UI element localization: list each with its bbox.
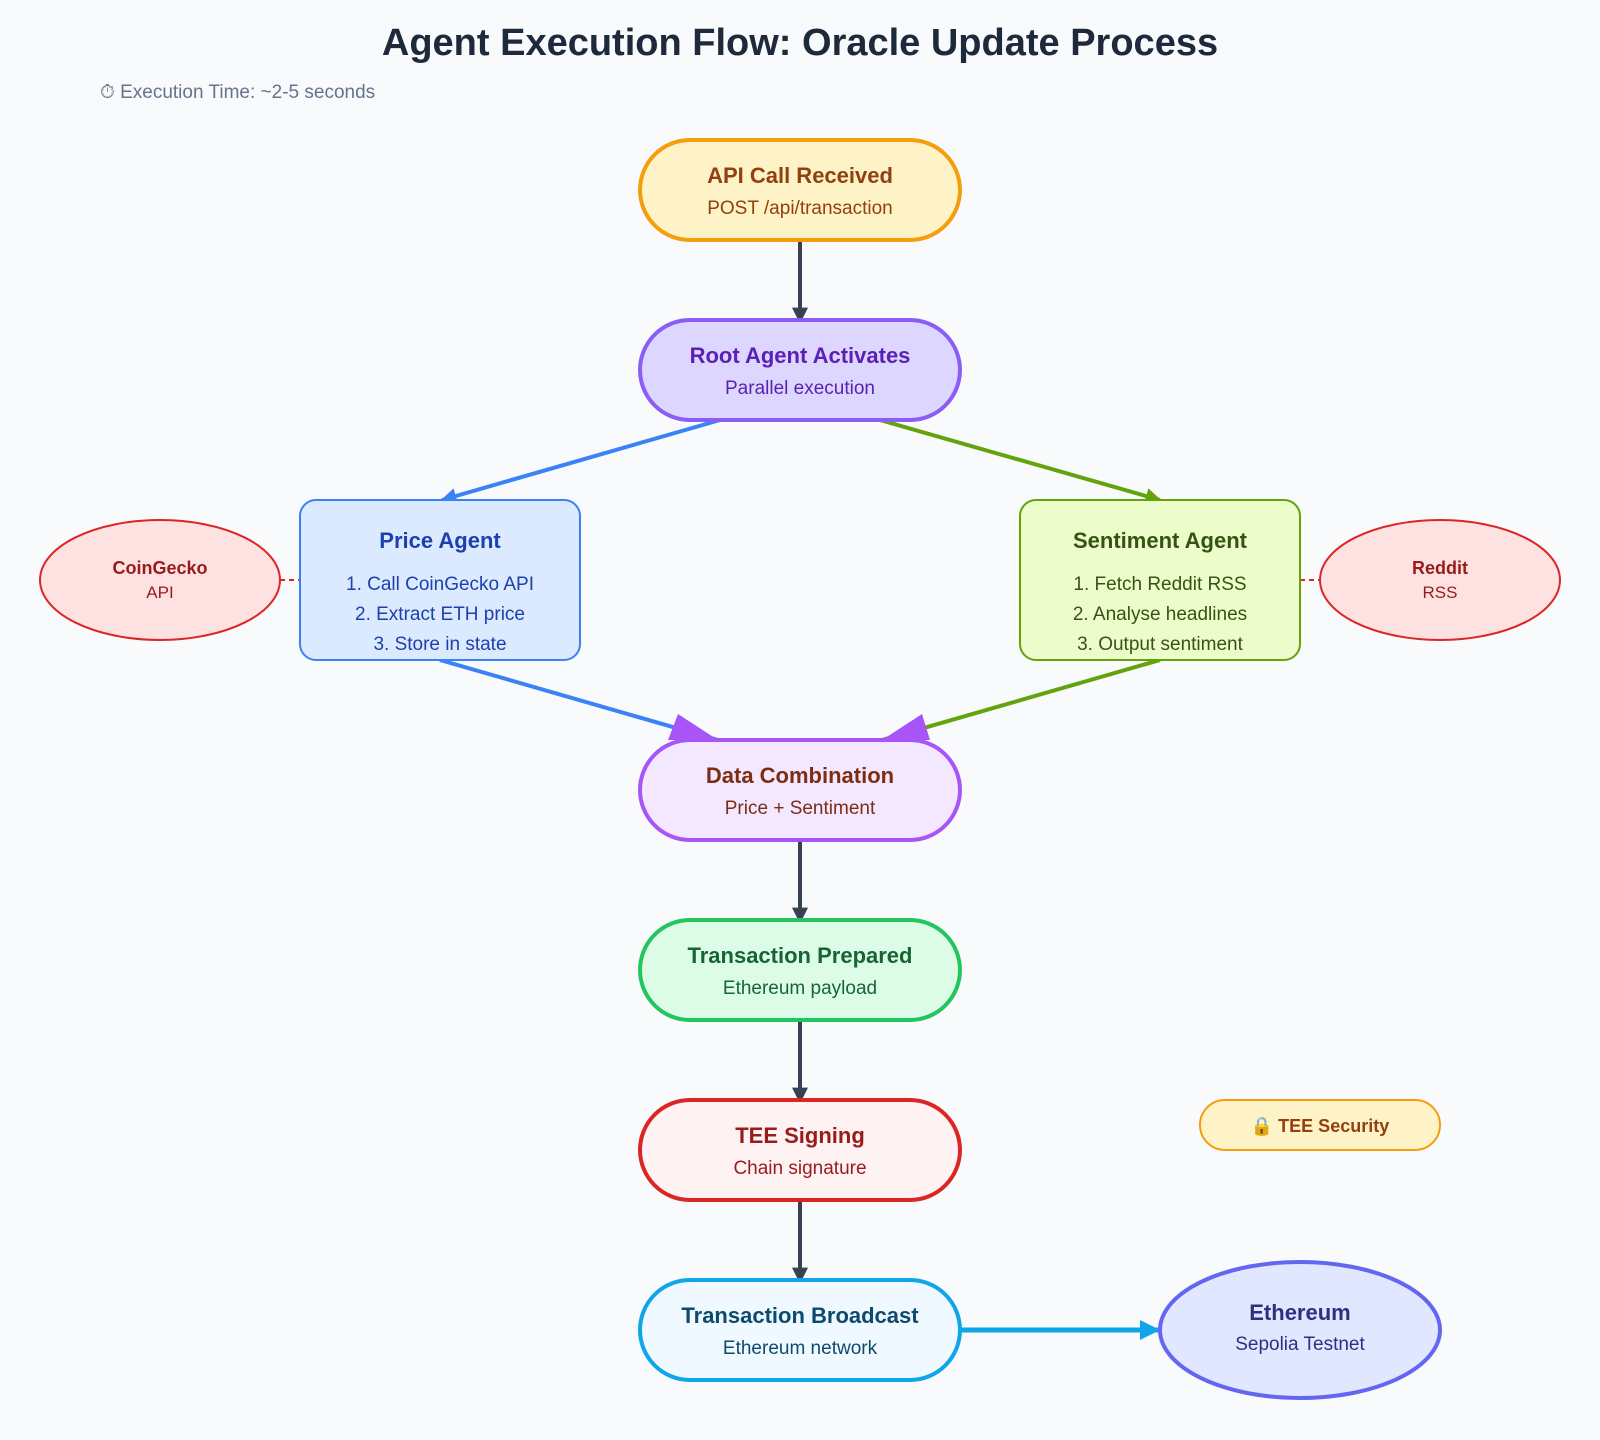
- node-data-combination-title: Data Combination: [706, 763, 894, 788]
- price-step-2: 2. Extract ETH price: [355, 604, 525, 625]
- node-tee-signing: TEE Signing Chain signature: [638, 1098, 962, 1202]
- node-ethereum: Ethereum Sepolia Testnet: [1158, 1260, 1442, 1400]
- badge-tee-security-label: 🔒 TEE Security: [1251, 1116, 1389, 1136]
- node-transaction-broadcast-sub: Ethereum network: [723, 1338, 878, 1359]
- node-api-call-title: API Call Received: [707, 163, 893, 188]
- edge-sentiment-to-combine: [881, 658, 1161, 742]
- node-sentiment-agent-title: Sentiment Agent: [1073, 528, 1248, 553]
- external-reddit-title: Reddit: [1412, 558, 1468, 578]
- node-root-agent-title: Root Agent Activates: [690, 343, 911, 368]
- node-transaction-prepared-sub: Ethereum payload: [723, 978, 877, 999]
- node-data-combination: Data Combination Price + Sentiment: [638, 738, 962, 842]
- node-data-combination-sub: Price + Sentiment: [725, 798, 876, 819]
- node-price-agent: Price Agent 1. Call CoinGecko API 2. Ext…: [299, 499, 581, 661]
- sentiment-step-3: 3. Output sentiment: [1077, 634, 1244, 655]
- sentiment-step-2: 2. Analyse headlines: [1073, 604, 1247, 625]
- node-sentiment-agent: Sentiment Agent 1. Fetch Reddit RSS 2. A…: [1019, 499, 1301, 661]
- node-transaction-broadcast: Transaction Broadcast Ethereum network: [638, 1278, 962, 1382]
- node-ethereum-sub: Sepolia Testnet: [1235, 1334, 1365, 1355]
- node-root-agent-sub: Parallel execution: [725, 378, 875, 399]
- node-price-agent-title: Price Agent: [379, 528, 501, 553]
- execution-time-note: ⏱ Execution Time: ~2-5 seconds: [100, 82, 376, 103]
- node-api-call-sub: POST /api/transaction: [707, 198, 893, 219]
- external-coingecko-sub: API: [146, 583, 173, 602]
- node-ethereum-title: Ethereum: [1249, 1300, 1350, 1325]
- node-tee-signing-sub: Chain signature: [733, 1158, 866, 1179]
- external-coingecko: CoinGecko API: [39, 519, 281, 641]
- node-transaction-prepared-title: Transaction Prepared: [688, 943, 913, 968]
- page-title: Agent Execution Flow: Oracle Update Proc…: [381, 22, 1219, 64]
- sentiment-step-1: 1. Fetch Reddit RSS: [1073, 574, 1246, 595]
- external-reddit-sub: RSS: [1423, 583, 1458, 602]
- node-transaction-prepared: Transaction Prepared Ethereum payload: [638, 918, 962, 1022]
- price-step-3: 3. Store in state: [373, 634, 506, 655]
- edge-root-to-price: [440, 418, 721, 504]
- node-root-agent: Root Agent Activates Parallel execution: [638, 318, 962, 422]
- edge-price-to-combine: [439, 658, 719, 742]
- external-coingecko-title: CoinGecko: [112, 558, 207, 578]
- edge-root-to-sentiment: [879, 418, 1162, 504]
- node-api-call: API Call Received POST /api/transaction: [638, 138, 962, 242]
- external-reddit: Reddit RSS: [1319, 519, 1561, 641]
- node-tee-signing-title: TEE Signing: [735, 1123, 865, 1148]
- node-transaction-broadcast-title: Transaction Broadcast: [681, 1303, 919, 1328]
- edge-sentiment-to-combine-head: [882, 714, 930, 740]
- badge-tee-security: 🔒 TEE Security: [1199, 1099, 1441, 1151]
- edge-price-to-combine-head: [668, 714, 718, 740]
- price-step-1: 1. Call CoinGecko API: [346, 574, 534, 595]
